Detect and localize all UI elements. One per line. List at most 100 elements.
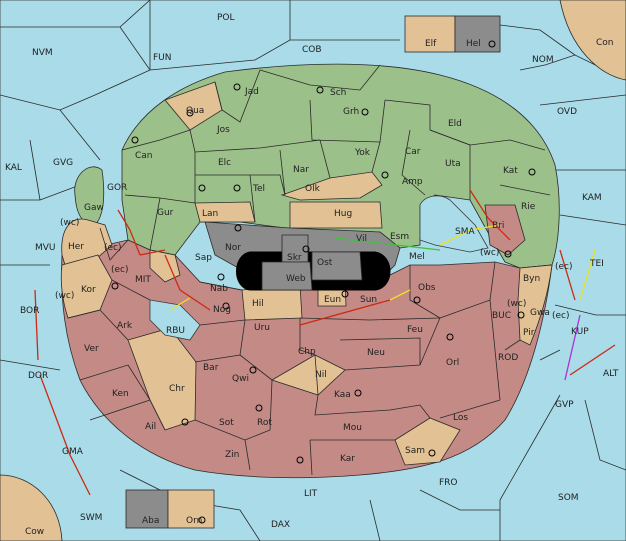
label-coast-wc-2: (wc): [55, 291, 74, 301]
label-nom: NOM: [532, 55, 554, 65]
label-gvp: GVP: [555, 400, 574, 410]
label-pol: POL: [217, 13, 235, 23]
move-orders: [34, 189, 616, 496]
label-coast-ec-3: (ec): [555, 262, 573, 272]
label-nor: Nor: [225, 243, 241, 253]
label-gaw: Gaw: [84, 203, 104, 213]
land-sam: [394, 417, 461, 466]
label-con: Con: [596, 38, 614, 48]
label-hug: Hug: [334, 209, 352, 219]
label-kup: KUP: [571, 327, 589, 337]
label-rod: ROD: [498, 353, 518, 363]
label-web: Web: [286, 274, 306, 284]
label-uru: Uru: [254, 323, 270, 333]
land-web: [261, 261, 313, 291]
label-dor: DOR: [28, 371, 48, 381]
sea-rbu: [149, 299, 201, 341]
label-qwi: Qwi: [232, 374, 249, 384]
label-ver: Ver: [84, 344, 99, 354]
label-bri: Bri: [492, 221, 504, 231]
label-orn: Orn: [186, 516, 202, 526]
label-byn: Byn: [523, 274, 540, 284]
label-car: Car: [405, 147, 421, 157]
label-rot: Rot: [257, 418, 272, 428]
label-pir: Pir: [523, 328, 535, 338]
label-nil: Nil: [315, 370, 327, 380]
label-yok: Yok: [354, 148, 371, 158]
label-orl: Orl: [446, 358, 459, 368]
land-hel: [454, 15, 501, 53]
label-nab: Nab: [210, 284, 228, 294]
label-uta: Uta: [445, 159, 461, 169]
label-grh: Grh: [343, 107, 359, 117]
label-coast-ec-2: (ec): [111, 265, 129, 275]
label-ken: Ken: [112, 389, 129, 399]
label-sot: Sot: [219, 418, 234, 428]
label-sma: SMA: [455, 227, 475, 237]
label-elc: Elc: [218, 158, 231, 168]
label-chp: Chp: [298, 347, 316, 357]
label-alt: ALT: [603, 369, 619, 379]
land-bri: [484, 204, 526, 256]
label-sap: Sap: [195, 253, 212, 263]
label-dax: DAX: [271, 520, 290, 530]
label-bar: Bar: [203, 363, 219, 373]
label-coast-ec-1: (ec): [104, 243, 122, 253]
label-neu: Neu: [367, 348, 385, 358]
label-eld: Eld: [448, 119, 462, 129]
label-gvg: GVG: [53, 158, 73, 168]
label-can: Can: [135, 151, 153, 161]
label-vil: Vil: [356, 234, 367, 244]
label-gur: Gur: [157, 208, 174, 218]
label-aba: Aba: [142, 516, 159, 526]
label-sch: Sch: [330, 88, 346, 98]
land-elf: [404, 15, 456, 53]
label-feu: Feu: [407, 325, 423, 335]
land-byn-coast: [517, 264, 553, 346]
label-ail: Ail: [145, 422, 156, 432]
label-elf: Elf: [425, 39, 437, 49]
label-coast-wc-3: (wc): [480, 248, 499, 258]
label-jad: Jad: [244, 87, 259, 97]
label-olk: Olk: [305, 184, 321, 194]
label-gwa: Gwa: [530, 308, 550, 318]
label-ovd: OVD: [557, 107, 577, 117]
label-kal: KAL: [5, 163, 22, 173]
label-kaa: Kaa: [334, 390, 351, 400]
label-hel: Hel: [466, 39, 481, 49]
sea-sma: [419, 195, 489, 253]
label-ost: Ost: [317, 258, 333, 268]
label-fun: FUN: [153, 53, 172, 63]
label-ark: Ark: [117, 321, 133, 331]
label-eun: Eun: [324, 295, 341, 305]
label-rie: Rie: [521, 202, 536, 212]
land-orn: [167, 489, 215, 529]
label-tei: TEI: [589, 259, 604, 269]
label-kam: KAM: [582, 193, 602, 203]
land-gaw: [74, 166, 105, 226]
label-cob: COB: [302, 45, 322, 55]
label-sam: Sam: [405, 446, 425, 456]
label-zin: Zin: [225, 450, 239, 460]
supply-centers: [111, 40, 536, 524]
label-mou: Mou: [343, 423, 362, 433]
label-skr: Skr: [287, 253, 302, 263]
label-nog: Nog: [213, 305, 231, 315]
label-lit: LIT: [304, 489, 318, 499]
label-mit: MIT: [135, 275, 151, 285]
label-coast-wc-4: (wc): [507, 299, 526, 309]
label-nvm: NVM: [32, 48, 53, 58]
label-coast-wc-1: (wc): [60, 218, 79, 228]
province-borders: [67, 64, 551, 476]
land-kor: [60, 254, 113, 319]
label-rbu: RBU: [166, 326, 185, 336]
land-her-strip: [61, 218, 113, 276]
label-bor: BOR: [20, 306, 39, 316]
label-cow: Cow: [25, 527, 44, 537]
label-nar: Nar: [293, 165, 309, 175]
label-lan: Lan: [202, 209, 218, 219]
land-hug: [289, 201, 383, 229]
label-gor: GOR: [107, 183, 127, 193]
label-qua: Qua: [186, 106, 204, 116]
